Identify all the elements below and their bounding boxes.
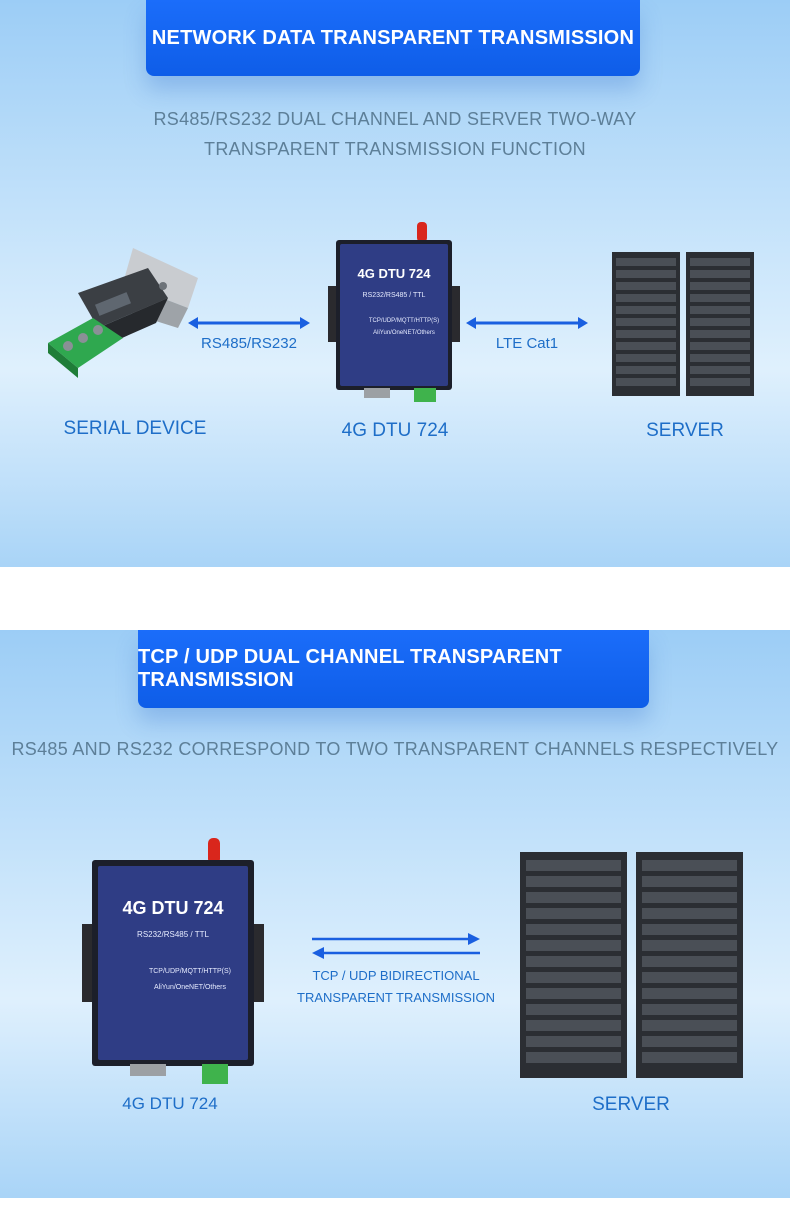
section-network-transparent: NETWORK DATA TRANSPARENT TRANSMISSION RS… [0,0,790,567]
dtu-protocols-text: TCP/UDP/MQTT/HTTP(S) [368,318,440,324]
dtu-model-text: 4G DTU 724 [357,266,431,281]
dtu-large-protocols-text: TCP/UDP/MQTT/HTTP(S) [148,968,232,975]
bidirectional-arrow-left [188,315,310,331]
link-label-lte-cat1: LTE Cat1 [495,335,559,352]
dtu-large-interfaces-text: RS232/RS485 / TTL [137,930,209,939]
server-large-label: SERVER [592,1094,670,1115]
dtu-clouds-text: AliYun/OneNET/Others [373,330,435,336]
dtu-large-model-text: 4G DTU 724 [122,898,224,918]
section1-subtitle-line1: RS485/RS232 DUAL CHANNEL AND SERVER TWO-… [153,109,637,129]
section2-title: TCP / UDP DUAL CHANNEL TRANSPARENT TRANS… [138,630,649,708]
dtu-interfaces-text: RS232/RS485 / TTL [362,292,426,299]
dtu-device-image [328,222,460,410]
section1-title: NETWORK DATA TRANSPARENT TRANSMISSION [146,0,640,76]
server-rack-image-large [520,852,744,1080]
section2-subtitle: RS485 AND RS232 CORRESPOND TO TWO TRANSP… [11,739,779,759]
dtu-label: 4G DTU 724 [341,420,449,441]
section-tcp-udp-transparent: TCP / UDP DUAL CHANNEL TRANSPARENT TRANS… [0,630,790,1198]
server-label: SERVER [646,420,724,441]
bidirectional-arrow-right [466,315,588,331]
serial-device-image [38,238,208,388]
section1-subtitle-line2: TRANSPARENT TRANSMISSION FUNCTION [204,139,586,159]
dtu-large-label: 4G DTU 724 [122,1094,218,1113]
dtu-large-clouds-text: AliYun/OneNET/Others [154,984,226,991]
link-label-rs485-rs232: RS485/RS232 [201,335,297,352]
arrow-to-server [312,930,480,960]
dtu-device-image-large [82,838,264,1088]
server-rack-image [612,252,756,398]
link-label-line1: TCP / UDP BIDIRECTIONAL [312,968,480,983]
serial-device-label: SERIAL DEVICE [63,418,207,439]
link-label-line2: TRANSPARENT TRANSMISSION [297,990,495,1005]
